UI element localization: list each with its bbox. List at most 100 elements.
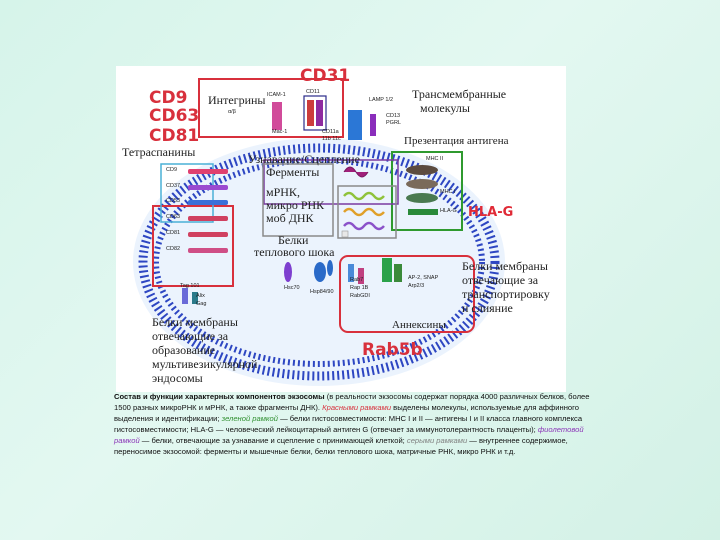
label-heat-shock-1: Белки [278, 233, 309, 247]
rab7-protein [348, 264, 354, 282]
protein-gag: Gag [196, 301, 207, 307]
cd11a-protein [348, 110, 362, 140]
protein-cd11a: CD11a [322, 129, 339, 135]
protein-cd11b: 11b 11c [322, 136, 341, 142]
mirna-strand [343, 207, 385, 217]
frame-tetraspanins [152, 205, 234, 287]
label-transport-2: отвечающие за [462, 273, 539, 287]
caption-title: Состав и функции характерных компонентов… [114, 392, 325, 401]
protein-cd81: CD81 [166, 230, 181, 236]
caption-red-term: Красными рамками [322, 403, 392, 412]
dna-block [341, 230, 349, 238]
protein-cd63: CD63 [166, 214, 181, 220]
label-transport-4: и слияние [462, 301, 513, 315]
caption-part-4: — белки, отвечающие за узнавание и сцепл… [139, 436, 407, 445]
outer-membrane [138, 143, 500, 381]
label-transmembrane-2: молекулы [420, 101, 470, 115]
cd11-chain-a [307, 100, 314, 126]
protein-arp23: Arp2/3 [408, 283, 425, 289]
caption-part-2: выделены молекулы, используемые для аффи… [114, 403, 579, 423]
protein-ap2: AP-2, SNAP [408, 275, 439, 281]
label-rna-3: моб ДНК [266, 211, 314, 225]
label-tetraspanins: Тетраспанины [122, 145, 196, 159]
label-transport-1: Белки мембраны [462, 259, 548, 273]
protein-rap1b: Rap 1B [350, 285, 369, 291]
protein-pgrl: PGRL [386, 120, 401, 126]
label-rna-2: микро РНК [266, 198, 325, 212]
label-integrins: Интегрины [208, 93, 266, 107]
marker-hla-g: HLA-G [468, 205, 514, 220]
mrna-strand [343, 191, 385, 201]
frame-enzymes [262, 163, 334, 237]
protein-mac1: Mac-1 [272, 129, 288, 135]
protein-rab7: Rab7 [350, 277, 364, 283]
protein-cd53: CD53 [166, 198, 181, 204]
protein-cd13: CD13 [386, 113, 401, 119]
protein-rabgdi: RabGDI [350, 293, 370, 299]
alix-protein [192, 292, 198, 304]
protein-cd9: CD9 [166, 167, 178, 173]
marker-cd9: CD9 [149, 88, 188, 108]
protein-lamp: LAMP 1/2 [369, 97, 394, 103]
label-mvb-4: мультивезикулярной [152, 357, 258, 371]
caption-green-term: зеленой рамкой [221, 414, 278, 423]
caption-part-5: — внутреннее содержимое, переносимое экз… [114, 436, 568, 456]
protein-tag101: Tag 101 [180, 283, 200, 289]
protein-icam1: ICAM-1 [267, 92, 286, 98]
frame-rab [339, 255, 475, 333]
caption-part-1: (в реальности экзосомы содержат порядка … [114, 392, 590, 412]
label-rna-1: мРНК, [266, 185, 300, 199]
label-mvb-3: образование [152, 343, 216, 357]
marker-cd31: CD31 [300, 66, 351, 86]
label-mvb-5: эндосомы [152, 371, 203, 385]
frame-recognition [263, 159, 399, 205]
caption-part-3: — белки гистосовместимости: MHC I и II —… [114, 414, 583, 434]
enzyme-shape [343, 166, 369, 178]
label-antigen-presentation: Презентация антигена [404, 135, 509, 147]
label-transport-3: транспортировку [462, 287, 550, 301]
protein-cd37: CD37 [166, 183, 181, 189]
caption-violet-term: фиолетовой рамкой [114, 425, 584, 445]
mhc2-protein-2 [406, 179, 438, 189]
label-recognition: Узнавание/Сцепление [248, 152, 360, 166]
mhc2-protein [406, 165, 438, 175]
dna-strand [343, 221, 385, 231]
cd11-chain-b [316, 100, 323, 126]
protein-cd82: CD82 [166, 246, 181, 252]
hsc70-protein [284, 262, 292, 282]
lamp-protein [370, 114, 376, 136]
caption-grey-term: серыми рамками [406, 436, 468, 445]
label-mvb-2: отвечающие за [152, 329, 229, 343]
mhc1-protein [406, 193, 438, 203]
protein-cd11: CD11 [306, 89, 320, 95]
tag101-protein [182, 288, 188, 304]
label-mvb-1: Белки мембраны [152, 315, 238, 329]
label-transmembrane-1: Трансмембранные [412, 87, 507, 101]
exosome-graphic [133, 78, 505, 386]
hsp-protein-2 [327, 260, 333, 276]
hsp-protein [314, 262, 326, 282]
arp23-protein [394, 264, 402, 282]
protein-mhc2: MHC II [426, 156, 444, 162]
protein-alpha-beta: α/β [228, 109, 236, 115]
frame-mhc [391, 151, 463, 231]
label-enzymes: Ферменты [266, 165, 320, 179]
exosome-diagram: CD31 CD9 CD63 CD81 HLA-G Rab5b Интегрины… [116, 66, 566, 392]
figure-caption: Состав и функции характерных компонентов… [114, 391, 606, 457]
protein-hsc70: Hsc70 [284, 285, 300, 291]
marker-cd63: CD63 [149, 106, 200, 126]
label-annexins: Аннексины [392, 319, 446, 331]
tetraspanin-bars [188, 169, 228, 253]
protein-hla-g: HLA-G [440, 208, 457, 214]
frame-cyan [160, 163, 214, 223]
protein-hsp8490: Hsp84/90 [310, 289, 334, 295]
label-heat-shock-2: теплового шока [254, 245, 335, 259]
protein-alix: Alix [196, 293, 205, 299]
hlag-protein [408, 209, 438, 215]
ap2-protein [382, 258, 392, 282]
icam1-protein [272, 102, 282, 130]
marker-cd81: CD81 [149, 126, 200, 146]
rap1b-protein [358, 268, 364, 284]
marker-rab5b: Rab5b [362, 340, 423, 360]
frame-integrins [198, 78, 344, 138]
